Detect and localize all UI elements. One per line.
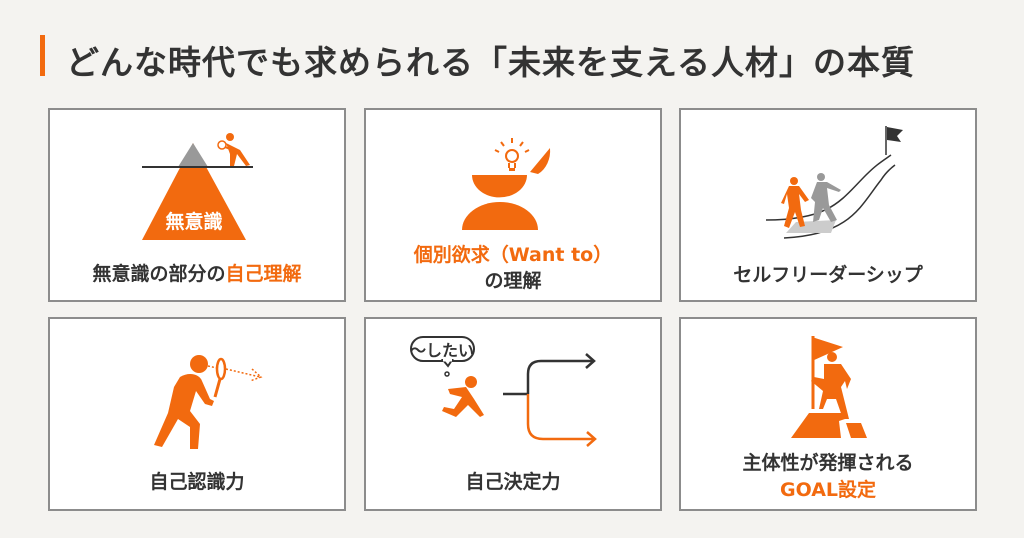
- card-self-awareness: 自己認識力: [48, 317, 346, 511]
- label-dark: 自己決定力: [465, 471, 561, 493]
- label-orange: 個別欲求（Want to）: [413, 244, 613, 266]
- leading-up-path-flag-icon: [765, 126, 903, 239]
- label-dark: 自己認識力: [149, 471, 245, 493]
- speech-bubble-text: 〜したい: [410, 341, 474, 360]
- card-label: 自己決定力: [366, 469, 660, 495]
- label-dark: 主体性が発揮される: [742, 452, 914, 474]
- label-orange: GOAL設定: [779, 479, 877, 501]
- runner-branching-arrows-icon: 〜したい: [410, 336, 597, 447]
- label-dark: の理解: [484, 270, 542, 292]
- card-label-line1: 個別欲求（Want to）: [366, 242, 660, 268]
- iceberg-text: 無意識: [165, 210, 222, 233]
- label-dark: セルフリーダーシップ: [733, 264, 923, 286]
- card-label-line2: の理解: [366, 268, 660, 294]
- card-label-line2: GOAL設定: [681, 477, 975, 503]
- card-label: 自己認識力: [50, 469, 344, 495]
- card-label: 無意識の部分の自己理解: [50, 261, 344, 287]
- label-orange: 自己理解: [225, 263, 302, 285]
- title-accent-bar: [40, 35, 45, 76]
- card-self-determination: 〜したい 自己決定力: [364, 317, 662, 511]
- card-individual-wants: 個別欲求（Want to） の理解: [364, 108, 662, 302]
- summit-flag-person-icon: [791, 336, 867, 438]
- card-self-leadership: セルフリーダーシップ: [679, 108, 977, 302]
- card-label-line1: 主体性が発揮される: [681, 450, 975, 476]
- open-head-lightbulb-icon: [462, 138, 551, 230]
- card-label: セルフリーダーシップ: [681, 262, 975, 288]
- page-title: どんな時代でも求められる「未来を支える人材」の本質: [66, 43, 916, 82]
- iceberg-magnifier-icon: 無意識: [142, 133, 253, 240]
- card-goal-setting: 主体性が発揮される GOAL設定: [679, 317, 977, 511]
- label-dark: 無意識の部分の: [92, 263, 226, 285]
- person-magnifier-icon: [154, 355, 263, 449]
- card-unconscious-self-understanding: 無意識 無意識の部分の自己理解: [48, 108, 346, 302]
